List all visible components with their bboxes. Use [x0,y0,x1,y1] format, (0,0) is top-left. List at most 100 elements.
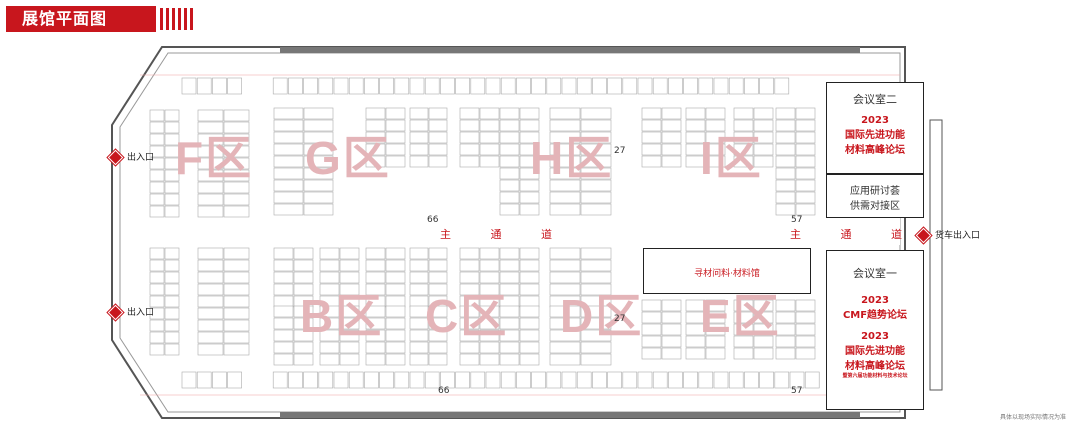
booth-top-row[interactable] [181,77,197,95]
booth-lower-mid[interactable] [385,341,406,354]
booth-top-row[interactable] [622,77,638,95]
booth-lower-mid[interactable] [365,305,386,318]
booth-lower[interactable] [641,311,662,324]
booth-upper[interactable] [164,169,180,182]
booth-top-row[interactable] [440,77,455,95]
booth-lower-mid[interactable] [339,317,360,330]
booth-upper[interactable] [409,155,429,168]
booth-lower-mid[interactable] [549,305,581,318]
booth-bottom-row[interactable] [181,371,197,389]
booth-lower[interactable] [149,331,165,344]
booth-lower[interactable] [385,295,406,308]
booth-lower[interactable] [549,259,581,272]
booth-upper[interactable] [164,193,180,206]
booth-lower[interactable] [753,299,774,312]
booth-bottom-row[interactable] [409,371,425,389]
booth-lower[interactable] [365,283,386,296]
booth-lower-mid[interactable] [409,329,429,342]
booth-top-row[interactable] [485,77,501,95]
booth-lower-mid[interactable] [273,329,294,342]
booth-lower[interactable] [319,283,340,296]
booth-bottom-row[interactable] [485,371,501,389]
booth-lower-mid[interactable] [459,329,480,342]
booth-lower-mid[interactable] [339,353,360,366]
booth-lower[interactable] [479,259,500,272]
booth-lower[interactable] [685,299,706,312]
booth-upper[interactable] [775,119,796,132]
booth-lower[interactable] [339,283,360,296]
booth-upper[interactable] [499,155,520,168]
booth-lower-mid[interactable] [519,329,540,342]
booth-upper[interactable] [149,181,165,194]
booth-upper[interactable] [685,119,706,132]
booth-upper[interactable] [775,167,796,180]
booth-top-row[interactable] [713,77,729,95]
booth-upper[interactable] [753,119,774,132]
booth-lower[interactable] [385,259,406,272]
booth-bottom-row[interactable] [637,371,653,389]
booth-lower-mid[interactable] [459,353,480,366]
booth-lower-mid[interactable] [365,353,386,366]
booth-lower-mid[interactable] [479,305,500,318]
booth-upper[interactable] [705,143,726,156]
booth-upper[interactable] [273,131,304,144]
booth-bottom-row[interactable] [774,371,790,389]
booth-lower-mid[interactable] [549,329,581,342]
booth-upper[interactable] [519,107,540,120]
booth-lower-mid[interactable] [319,305,340,318]
booth-bottom-row[interactable] [212,371,227,389]
booth-lower-mid[interactable] [273,305,294,318]
booth-lower[interactable] [149,271,165,284]
booth-top-row[interactable] [379,77,394,95]
booth-lower[interactable] [273,271,294,284]
booth-bottom-row[interactable] [744,371,759,389]
booth-lower[interactable] [385,271,406,284]
booth-upper[interactable] [685,107,706,120]
booth-lower[interactable] [164,295,180,308]
booth-lower[interactable] [409,259,429,272]
booth-lower[interactable] [164,307,180,320]
booth-lower[interactable] [580,283,612,296]
booth-lower[interactable] [519,283,540,296]
reception-area[interactable]: 应用研讨荟 供需对接区 [826,174,924,218]
booth-bottom-row[interactable] [728,371,744,389]
booth-lower[interactable] [149,259,165,272]
booth-lower[interactable] [705,323,726,336]
booth-top-row[interactable] [744,77,759,95]
booth-upper[interactable] [775,155,796,168]
booth-bottom-row[interactable] [196,371,212,389]
booth-top-row[interactable] [759,77,774,95]
booth-lower-mid[interactable] [580,317,612,330]
booth-top-row[interactable] [348,77,364,95]
booth-bottom-row[interactable] [333,371,349,389]
booth-lower[interactable] [319,259,340,272]
booth-upper[interactable] [149,133,165,146]
booth-upper[interactable] [549,143,581,156]
booth-upper[interactable] [641,143,662,156]
booth-upper[interactable] [641,107,662,120]
booth-lower[interactable] [661,311,682,324]
booth-upper[interactable] [223,157,250,170]
booth-lower[interactable] [293,271,314,284]
booth-lower-mid[interactable] [428,353,448,366]
booth-lower[interactable] [499,259,520,272]
booth-lower[interactable] [197,319,224,332]
booth-bottom-row[interactable] [455,371,470,389]
booth-lower-mid[interactable] [499,353,520,366]
booth-top-row[interactable] [516,77,531,95]
booth-lower[interactable] [499,247,520,260]
booth-upper[interactable] [149,169,165,182]
booth-bottom-row[interactable] [272,371,288,389]
booth-upper[interactable] [409,107,429,120]
booth-upper[interactable] [705,131,726,144]
booth-upper[interactable] [519,155,540,168]
booth-lower[interactable] [499,283,520,296]
booth-lower[interactable] [775,311,796,324]
booth-upper[interactable] [409,131,429,144]
booth-bottom-row[interactable] [516,371,531,389]
booth-lower-mid[interactable] [479,317,500,330]
booth-upper[interactable] [549,203,581,216]
entrance-left-bottom[interactable]: 出入口 [107,304,154,321]
booth-upper[interactable] [385,131,406,144]
booth-lower[interactable] [223,343,250,356]
